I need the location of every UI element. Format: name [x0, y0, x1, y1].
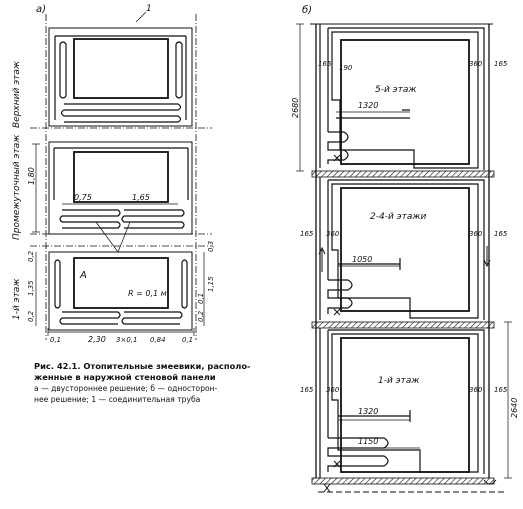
panel-a-dimensions: [32, 11, 205, 336]
dim-bottom-0-1-left: 0,1: [50, 336, 61, 344]
window-upper: [73, 38, 169, 99]
slab-upper: [311, 170, 495, 178]
dim-1-80: 1,80: [27, 167, 36, 185]
dim-0-1-right: 0,1: [197, 293, 205, 304]
top-165-right: 165: [494, 60, 508, 68]
slab-lower: [311, 321, 495, 329]
bot-1150: 1150: [358, 437, 378, 446]
flow-arrows: [318, 246, 491, 272]
bot-1320: 1320: [358, 407, 378, 416]
callout-1: 1: [146, 4, 152, 14]
radius-label: R = 0,1 м: [128, 289, 167, 298]
dim-1-15: 1,15: [207, 276, 215, 292]
valve-symbols: [323, 154, 497, 493]
dim-1-35: 1,35: [27, 280, 35, 296]
top-190: 190: [339, 64, 353, 72]
dim-2640: 2640: [510, 398, 519, 418]
coil-2-4th: [319, 177, 485, 320]
window-5th: [340, 39, 470, 165]
dim-0-2-top: 0,2: [27, 250, 35, 262]
middle-coil: [53, 147, 189, 229]
panel-a-label: а): [36, 4, 46, 15]
mid-360-right: 360: [469, 230, 483, 238]
caption-line-2: женные в наружной стеновой панели: [34, 372, 216, 382]
dim-2680: 2680: [291, 98, 300, 118]
panel-b: [296, 23, 512, 493]
panel-b-label: б): [302, 4, 312, 16]
middle-floor-panel: [48, 141, 193, 235]
bot-360-left: 360: [326, 386, 340, 394]
bot-165-left: 165: [300, 386, 314, 394]
dim-2-30: 2,30: [88, 335, 106, 344]
upper-floor-label: Верхний этаж: [12, 60, 22, 128]
coil-1st: [319, 328, 485, 478]
window-2-4th: [340, 187, 470, 312]
window-1st: [340, 337, 470, 473]
bot-165-right: 165: [494, 386, 508, 394]
dim-0-2-right: 0,2: [197, 310, 205, 322]
bot-360-right: 360: [469, 386, 483, 394]
dim-0-3: 0,3: [207, 241, 215, 252]
mid-1050: 1050: [352, 255, 372, 264]
caption-line-3: а — двустороннее решение; б — односторон…: [34, 384, 218, 393]
window-middle: [73, 151, 169, 203]
first-floor-label: 1-й этаж: [12, 278, 22, 320]
panel-b-dimensions: [296, 23, 512, 479]
room-5th-label: 5-й этаж: [375, 85, 417, 95]
dim-1-65: 1,65: [132, 193, 150, 202]
caption-line-1: Рис. 42.1. Отопительные змеевики, распол…: [34, 361, 251, 371]
dim-0-75: 0,75: [74, 193, 92, 202]
room-2-4th-label: 2-4-й этажи: [370, 212, 426, 222]
dim-bottom-0-1-right: 0,1: [182, 336, 193, 344]
axis-lines: [30, 14, 212, 340]
mid-165-left: 165: [300, 230, 314, 238]
top-1320: 1320: [358, 101, 378, 110]
upper-coil: [54, 35, 187, 123]
top-165-left: 165: [318, 60, 332, 68]
window-first: [73, 257, 169, 309]
dim-0-84: 0,84: [150, 336, 166, 344]
dim-3x0-1: 3×0,1: [116, 336, 137, 344]
mid-360-left: 360: [326, 230, 340, 238]
slab-base: [311, 477, 495, 485]
coil-5th: [319, 24, 485, 170]
room-1st-label: 1-й этаж: [378, 376, 420, 386]
room-a-label: А: [79, 270, 87, 281]
middle-floor-label: Промежуточный этаж: [12, 134, 22, 240]
top-360-right: 360: [469, 60, 483, 68]
panel-a: [30, 11, 212, 340]
figure-caption: Рис. 42.1. Отопительные змеевики, распол…: [34, 361, 264, 405]
caption-line-4: нее решение; 1 — соединительная труба: [34, 395, 201, 404]
upper-floor-panel: [48, 27, 193, 127]
dim-0-2-bottom: 0,2: [27, 310, 35, 322]
first-coil: [54, 259, 188, 325]
mid-165-right: 165: [494, 230, 508, 238]
